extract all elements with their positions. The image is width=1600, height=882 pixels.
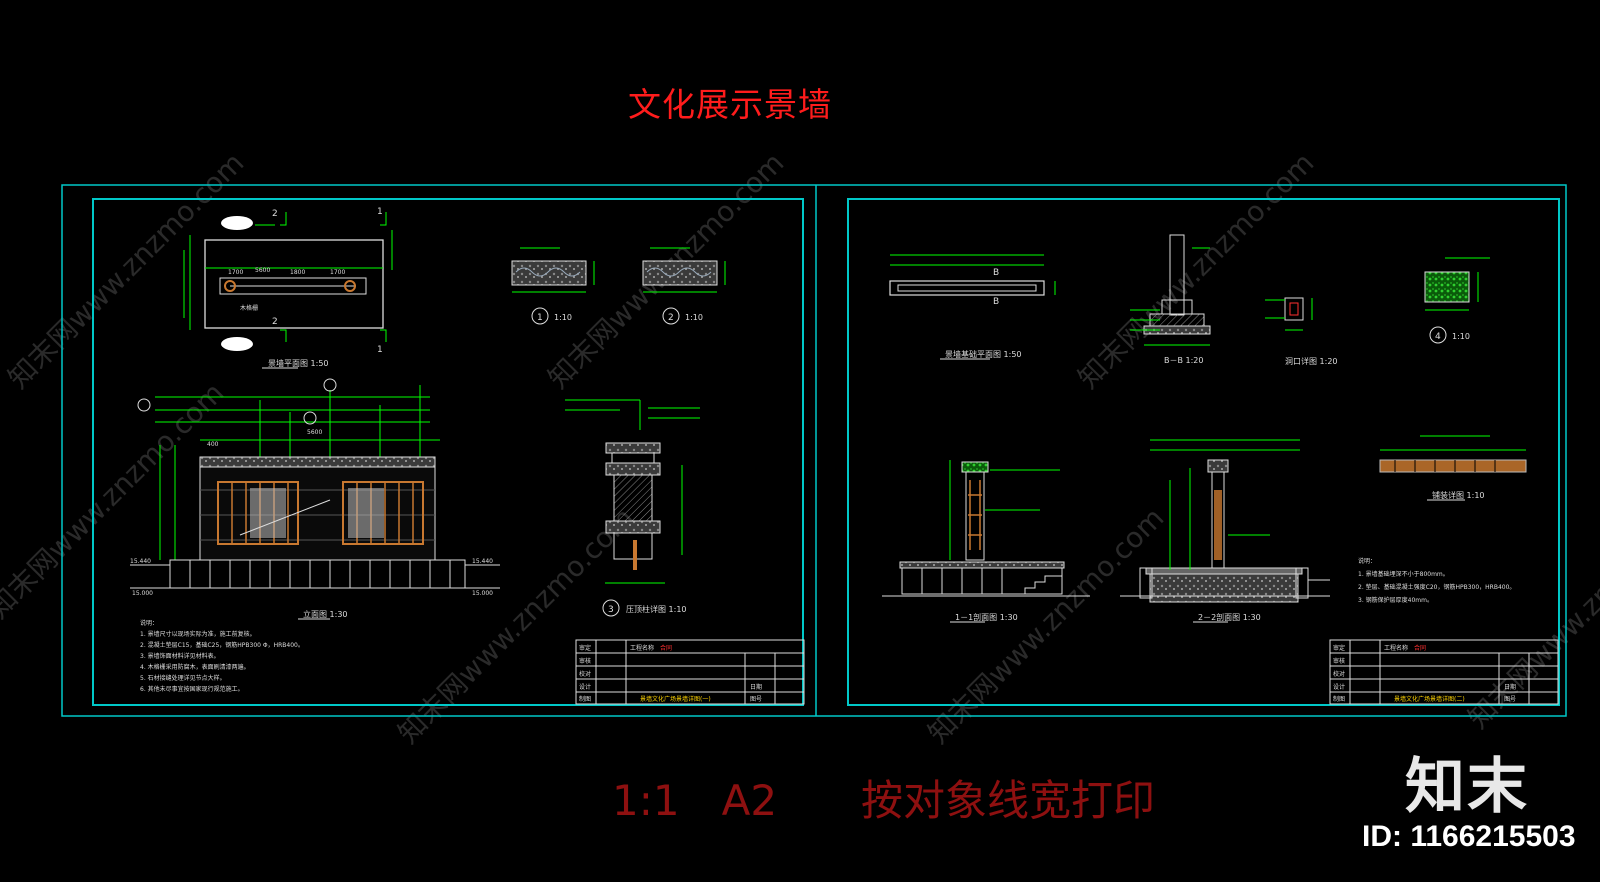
tb-no-label: 图号 <box>750 696 762 703</box>
note-line: 6. 其他未尽事宜按国家现行规范施工。 <box>140 685 244 693</box>
svg-text:15.000: 15.000 <box>472 590 493 597</box>
tb-row: 校对 <box>1333 670 1345 678</box>
svg-text:木格栅: 木格栅 <box>240 304 258 312</box>
plan-view-title: 景墙平面图 1:50 <box>268 358 329 368</box>
tb-row: 审定 <box>1333 644 1345 652</box>
note-line: 2. 混凝土垫层C15，基础C25，钢筋HPB300 Φ，HRB400。 <box>140 641 304 649</box>
svg-text:15.440: 15.440 <box>130 558 151 565</box>
detail-2-title: 1:10 <box>685 313 703 322</box>
sheet-2-notes: 说明： 1. 景墙基础埋深不小于800mm。 2. 垫层、基础混凝土强度C20，… <box>1358 557 1515 604</box>
tb-row: 设计 <box>579 683 591 691</box>
watermark-text: 知末网www.znzmo.com <box>2 146 251 395</box>
svg-text:15.000: 15.000 <box>132 590 153 597</box>
tb-chip: 合同 <box>660 644 672 652</box>
elevation-title: 立面图 1:30 <box>303 609 348 619</box>
section-22: 2－2剖面图 1:30 <box>1120 439 1330 623</box>
paving-detail: 铺装详图 1:10 <box>1379 435 1527 501</box>
elevation-view: 15.440 15.000 15.440 15.000 5600 400 立面图 1:… <box>130 378 500 620</box>
section-bb-title: B－B 1:20 <box>1164 356 1203 365</box>
watermarks: 知末网www.znzmo.com 知末网www.znzmo.com 知末网www… <box>0 146 1600 750</box>
section-bb: B－B 1:20 <box>1130 234 1211 365</box>
detail-2-marker: 2 <box>668 313 674 323</box>
tb-sheet-name: 景墙文化广场景墙详图(二) <box>1394 695 1465 703</box>
tb-row: 审核 <box>1333 657 1345 665</box>
tb-project-label: 工程名称 <box>1384 644 1408 652</box>
tb-date-label: 日期 <box>750 683 762 691</box>
tb-row: 审核 <box>579 657 591 665</box>
section-22-title: 2－2剖面图 1:30 <box>1198 612 1261 622</box>
note-line: 4. 木格栅采用防腐木，表面刷清漆两遍。 <box>140 663 250 671</box>
note-line: 3. 景墙饰面材料详见材料表。 <box>140 652 220 660</box>
tb-row: 制图 <box>1333 695 1345 703</box>
section-marker-1: 1 <box>377 207 383 217</box>
mouth-detail-title: 洞口详图 1:20 <box>1285 356 1338 366</box>
notes-heading: 说明： <box>140 619 158 627</box>
notes-heading: 说明： <box>1358 557 1376 565</box>
tb-sheet-name: 景墙文化广场景墙详图(一) <box>640 695 711 703</box>
detail-3-title: 压顶柱详图 1:10 <box>626 604 687 614</box>
mouth-detail: 洞口详图 1:20 <box>1265 297 1338 366</box>
section-marker-1: 1 <box>377 345 383 355</box>
svg-text:1700: 1700 <box>330 269 345 276</box>
svg-text:5600: 5600 <box>255 267 270 274</box>
svg-text:1800: 1800 <box>290 269 305 276</box>
svg-text:1700: 1700 <box>228 269 243 276</box>
svg-text:5600: 5600 <box>307 429 322 436</box>
b-marker: B <box>993 297 999 307</box>
page-title: 文化展示景墙 <box>628 85 832 124</box>
detail-2: 2 1:10 <box>642 247 726 325</box>
b-marker: B <box>993 268 999 278</box>
sheet-1-notes: 说明： 1. 景墙尺寸以现场实际为准，施工前复核。 2. 混凝土垫层C15，基础… <box>140 619 304 693</box>
note-line: 3. 钢筋保护层厚度40mm。 <box>1358 596 1433 604</box>
paving-detail-title: 铺装详图 1:10 <box>1432 490 1485 500</box>
tb-row: 审定 <box>579 644 591 652</box>
print-note: 1:1 A2 按对象线宽打印 <box>612 776 1156 825</box>
tb-row: 校对 <box>579 670 591 678</box>
tb-row: 制图 <box>579 695 591 703</box>
plan-view: 5600 1700 1800 1700 木格栅 景墙平面图 1:50 1 1 2… <box>183 207 393 369</box>
section-marker-2: 2 <box>272 317 278 327</box>
sheet-1: 5600 1700 1800 1700 木格栅 景墙平面图 1:50 1 1 2… <box>130 207 805 705</box>
watermark-text: 知末网www.znzmo.com <box>1462 486 1600 735</box>
tb-date-label: 日期 <box>1504 683 1516 691</box>
section-11: 1－1剖面图 1:30 <box>882 460 1090 623</box>
detail-1: 1 1:10 <box>511 247 595 325</box>
detail-4: 4 1:10 <box>1424 257 1490 344</box>
detail-1-title: 1:10 <box>554 313 572 322</box>
asset-id-label: ID: 1166215503 <box>1362 820 1576 853</box>
note-line: 2. 垫层、基础混凝土强度C20，钢筋HPB300，HRB400。 <box>1358 583 1515 591</box>
note-line: 5. 石材接缝处理详见节点大样。 <box>140 674 226 682</box>
tb-no-label: 图号 <box>1504 696 1516 703</box>
tb-project-label: 工程名称 <box>630 644 654 652</box>
foundation-plan: B B 景墙基础平面图 1:50 <box>889 254 1056 360</box>
detail-4-marker: 4 <box>1435 332 1441 342</box>
section-marker-2: 2 <box>272 209 278 219</box>
watermark-logo: 知末 <box>1405 752 1529 822</box>
svg-text:15.440: 15.440 <box>472 558 493 565</box>
section-11-title: 1－1剖面图 1:30 <box>955 612 1018 622</box>
title-block-2: 审定 审核 校对 设计 制图 工程名称 日期 图号 合同 景墙文化广场景墙详图(… <box>1329 639 1559 705</box>
sheet-frames <box>61 184 1567 717</box>
tb-row: 设计 <box>1333 683 1345 691</box>
detail-1-marker: 1 <box>537 313 543 323</box>
detail-3: 3 压顶柱详图 1:10 <box>565 399 700 617</box>
watermark-text: 知末网www.znzmo.com <box>922 501 1171 750</box>
note-line: 1. 景墙基础埋深不小于800mm。 <box>1358 570 1449 578</box>
sheet-2: B B 景墙基础平面图 1:50 B－B 1:20 <box>882 234 1559 705</box>
note-line: 1. 景墙尺寸以现场实际为准，施工前复核。 <box>140 630 256 638</box>
detail-4-title: 1:10 <box>1452 332 1470 341</box>
detail-3-marker: 3 <box>608 605 614 615</box>
tb-chip: 合同 <box>1414 644 1426 652</box>
title-block-1: 审定 审核 校对 设计 制图 工程名称 日期 图号 合同 景墙文化广场景墙详图(… <box>575 639 805 705</box>
svg-text:400: 400 <box>207 441 219 448</box>
foundation-plan-title: 景墙基础平面图 1:50 <box>945 349 1022 359</box>
